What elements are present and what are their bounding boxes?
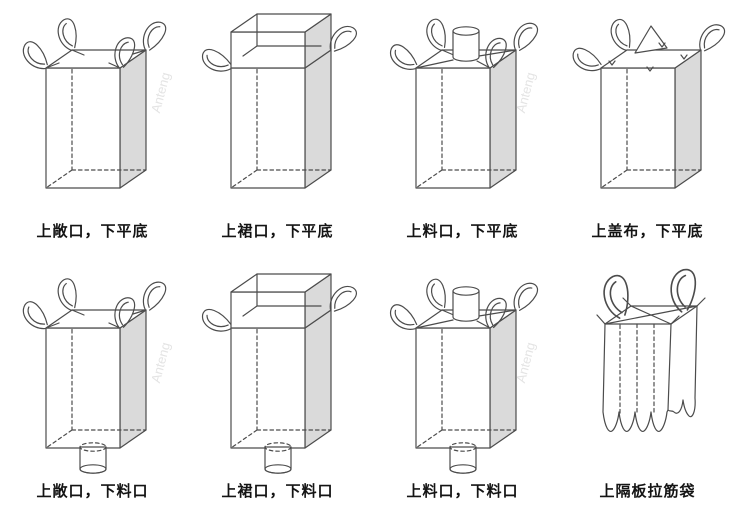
lift-loop-icon — [197, 45, 235, 79]
lift-loop-icon — [506, 278, 542, 315]
bag-label: 上料口，下平底 — [406, 223, 519, 240]
bag-cell-spout-top-spout-bottom: 上料口，下料口 — [370, 260, 555, 527]
lift-loop-icon — [197, 305, 235, 339]
filling-spout — [451, 26, 480, 62]
lift-loop-icon — [506, 18, 542, 55]
bag-illustration-spout-top-spout-bottom — [384, 277, 542, 474]
lift-loop-icon — [135, 17, 170, 55]
lift-loop-icon — [135, 277, 170, 315]
bag-illustration-open-top-spout-bottom — [17, 277, 170, 474]
bag-body — [229, 49, 332, 189]
lift-loop-icon — [607, 17, 634, 54]
bag-illustration-baffle-bag — [595, 266, 706, 432]
lift-loop-icon — [601, 274, 630, 320]
bag-cell-cover-top-flat-bottom: 上盖布，下平底 — [555, 0, 740, 260]
bag-body — [414, 49, 517, 189]
bag-illustration-cover-top-flat-bottom — [567, 17, 729, 189]
filling-spout — [451, 286, 480, 322]
bag-body — [599, 49, 702, 189]
bag-body — [44, 49, 147, 189]
lift-loop-icon — [55, 277, 79, 313]
lift-loop-icon — [567, 44, 605, 78]
bag-label: 上裙口，下平底 — [221, 223, 334, 240]
discharge-spout — [78, 442, 107, 474]
bag-cell-spout-top-flat-bottom: 上料口，下平底 — [370, 0, 555, 260]
bag-cell-skirt-top-flat-bottom: 上裙口，下平底 — [185, 0, 370, 260]
lift-loop-icon — [384, 40, 421, 77]
lift-loop-icon — [55, 17, 79, 53]
bag-body — [229, 309, 332, 449]
lift-loop-icon — [423, 17, 449, 53]
bag-body — [44, 309, 147, 449]
discharge-spout — [263, 442, 292, 474]
bag-label: 上裙口，下料口 — [221, 483, 334, 500]
bag-cell-open-top-flat-bottom: 上敞口，下平底 — [0, 0, 185, 260]
bag-illustration-spout-top-flat-bottom — [384, 17, 542, 189]
bag-cell-baffle-bag: 上隔板拉筋袋 — [555, 260, 740, 527]
lift-loop-icon — [423, 277, 449, 313]
bag-illustration-skirt-top-flat-bottom — [197, 13, 360, 189]
lift-loop-icon — [384, 300, 421, 337]
bag-illustration-skirt-top-spout-bottom — [197, 273, 360, 474]
bag-body — [414, 309, 517, 449]
bag-cell-skirt-top-spout-bottom: 上裙口，下料口 — [185, 260, 370, 527]
bag-label: 上盖布，下平底 — [591, 223, 704, 240]
bag-label: 上料口，下料口 — [406, 483, 519, 500]
discharge-spout — [448, 442, 477, 474]
bag-label: 上敞口，下平底 — [36, 223, 149, 240]
lift-loop-icon — [692, 19, 729, 56]
bag-label: 上敞口，下料口 — [36, 483, 149, 500]
bag-cell-open-top-spout-bottom: 上敞口，下料口 — [0, 260, 185, 527]
bag-label: 上隔板拉筋袋 — [599, 483, 696, 500]
bag-illustration-open-top-flat-bottom — [17, 17, 170, 189]
